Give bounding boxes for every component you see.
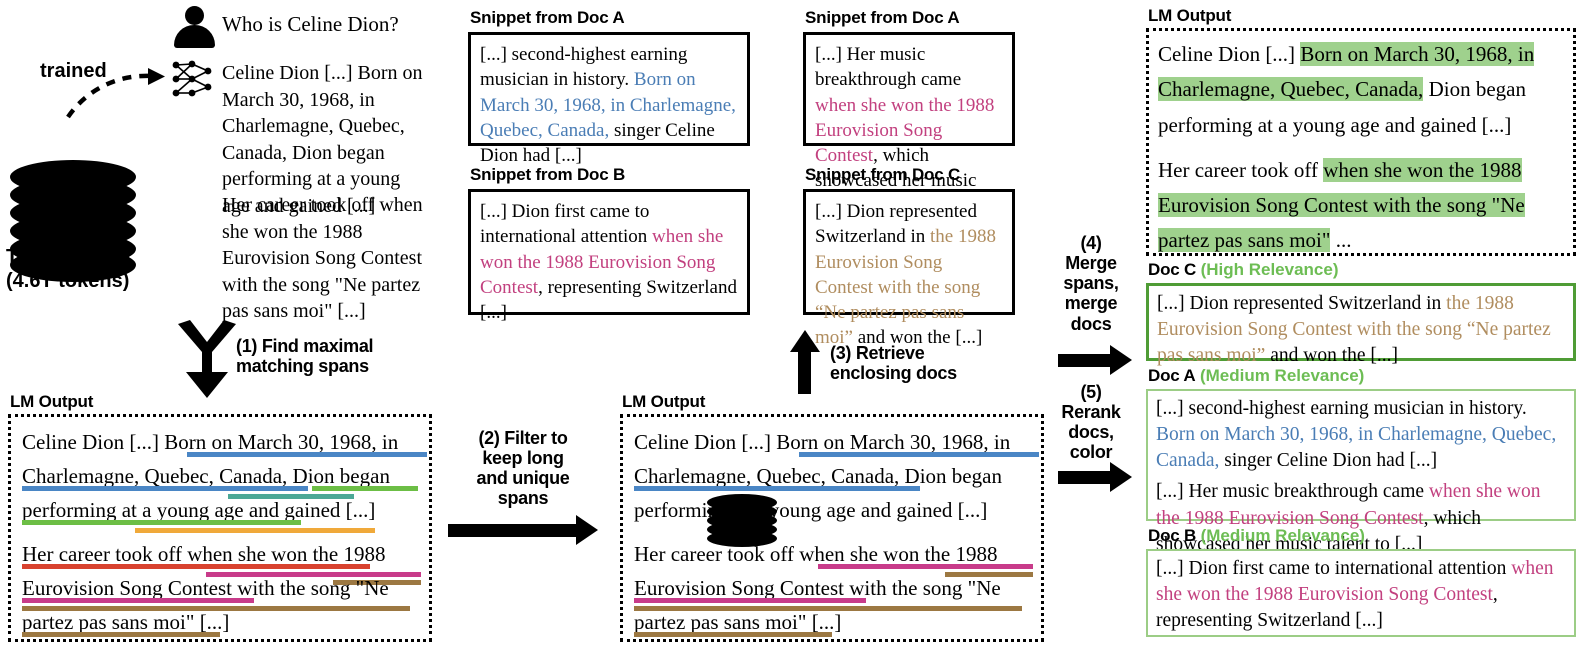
filtered-bar-brown-3 <box>634 632 832 637</box>
step-5-number: (5) <box>1080 382 1102 402</box>
filtered-bar-brown-2 <box>634 606 1022 611</box>
lm-output-filtered-title: LM Output <box>622 392 706 411</box>
span-bar-magenta-2 <box>22 598 254 603</box>
trained-label: trained <box>40 60 107 82</box>
user-icon <box>173 6 215 48</box>
training-data-label-line1: Training data <box>6 246 131 268</box>
training-data-label-line2: (4.6T tokens) <box>6 270 130 292</box>
snippet-2-box: [...] Dion first came to international a… <box>468 189 750 323</box>
span-bar-brown-1 <box>333 580 421 585</box>
doc-b-relevance: (Medium Relevance) <box>1200 526 1365 545</box>
doc-c-text: [...] Dion represented Switzerland in th… <box>1157 293 1551 367</box>
lm-spans-line-4: Her career took off when she won the 198… <box>22 536 429 585</box>
merged-paragraph-2: Her career took off when she won the 198… <box>1158 157 1525 253</box>
user-question: Who is Celine Dion? <box>222 12 399 36</box>
lm-filtered-line-3: performing at a young age and gained [..… <box>634 498 988 522</box>
doc-a-relevance: (Medium Relevance) <box>1199 366 1365 385</box>
filtered-bar-brown-1 <box>945 572 1033 577</box>
lm-filtered-line-4: Her career took off when she won the 198… <box>634 536 1041 577</box>
neural-network-icon <box>172 60 212 97</box>
filtered-bar-magenta-1 <box>818 564 1033 569</box>
snippet-2-text: [...] Dion first came to international a… <box>480 201 737 324</box>
step-5-arrow-icon <box>1058 462 1138 492</box>
training-data-cylinder-icon <box>10 160 136 282</box>
lm-output-spans-title: LM Output <box>10 392 94 411</box>
step-3-number: (3) <box>830 343 852 363</box>
span-bar-teal <box>228 494 354 499</box>
lm-spans-line-3: performing at a young age and gained [..… <box>22 492 429 533</box>
lm-answer-paragraph-2: Her career took off when she won the 198… <box>222 194 423 323</box>
doc-b-box: [...] Dion first came to international a… <box>1146 549 1576 637</box>
snippet-1-title: Snippet from Doc A <box>805 8 960 27</box>
snippet-0-text: [...] second-highest earning musician in… <box>480 44 736 167</box>
snippet-1-box: [...] Her music breakthrough came when s… <box>803 32 1015 217</box>
doc-b-header: Doc B (Medium Relevance) <box>1148 526 1365 546</box>
lm-filtered-line-2: Charlemagne, Quebec, Canada, Dion began <box>634 458 1041 492</box>
retrieval-corpus-cylinder-icon <box>707 494 777 550</box>
span-bar-blue-2 <box>22 486 308 491</box>
lm-filtered-line-5: Eurovision Song Contest with the song "N… <box>634 570 1041 611</box>
doc-c-box: [...] Dion represented Switzerland in th… <box>1146 283 1576 366</box>
lm-spans-line-6: partez pas sans moi" [...] <box>22 604 429 638</box>
doc-b-text: [...] Dion first came to international a… <box>1156 558 1554 632</box>
snippet-3-text: [...] Dion represented Switzerland in th… <box>815 201 996 349</box>
doc-b-name: Doc B <box>1148 526 1197 545</box>
step-1-number: (1) <box>236 336 258 356</box>
step-3-arrow-icon <box>790 330 820 394</box>
doc-a-box: [...] second-highest earning musician in… <box>1146 389 1576 555</box>
lm-spans-line-5: Eurovision Song Contest with the song "N… <box>22 570 429 611</box>
lm-output-filtered-box: Celine Dion [...] Born on March 30, 1968… <box>620 414 1044 642</box>
doc-a-paragraph-1: [...] second-highest earning musician in… <box>1156 398 1557 472</box>
merged-paragraph-1: Celine Dion [...] Born on March 30, 1968… <box>1158 42 1535 137</box>
step-1-arrow-icon <box>178 320 236 398</box>
doc-a-name: Doc A <box>1148 366 1196 385</box>
span-bar-brown-2 <box>22 606 410 611</box>
doc-c-relevance: (High Relevance) <box>1200 260 1339 279</box>
doc-a-header: Doc A (Medium Relevance) <box>1148 366 1364 386</box>
filtered-bar-magenta-2 <box>634 598 866 603</box>
lm-filtered-line-6: partez pas sans moi" [...] <box>634 604 1041 638</box>
step-4-arrow-icon <box>1058 345 1138 375</box>
span-bar-blue-1 <box>187 452 427 457</box>
lm-output-merged-box: Celine Dion [...] Born on March 30, 1968… <box>1146 28 1576 256</box>
span-bar-green-2 <box>22 520 301 525</box>
snippet-0-title: Snippet from Doc A <box>470 8 625 27</box>
span-bar-red <box>22 564 370 569</box>
span-bar-green-1 <box>312 486 418 491</box>
snippet-3-box: [...] Dion represented Switzerland in th… <box>803 189 1015 348</box>
span-bar-magenta-1 <box>206 572 421 577</box>
lm-spans-line-2: Charlemagne, Quebec, Canada, Dion began <box>22 458 429 499</box>
doc-c-header: Doc C (High Relevance) <box>1148 260 1339 280</box>
lm-output-merged-title: LM Output <box>1148 6 1232 25</box>
snippet-0-box: [...] second-highest earning musician in… <box>468 32 750 166</box>
filtered-bar-blue-2 <box>634 486 920 491</box>
step-2-number: (2) <box>478 428 500 448</box>
lm-filtered-line-1: Celine Dion [...] Born on March 30, 1968… <box>634 424 1041 458</box>
lm-output-spans-box: Celine Dion [...] Born on March 30, 1968… <box>8 414 432 642</box>
step-4-number: (4) <box>1080 233 1102 253</box>
span-bar-brown-3 <box>22 632 220 637</box>
step-2-arrow-icon <box>448 515 600 545</box>
doc-c-name: Doc C <box>1148 260 1197 279</box>
filtered-bar-blue-1 <box>799 452 1039 457</box>
lm-spans-line-1: Celine Dion [...] Born on March 30, 1968… <box>22 424 429 458</box>
snippet-2-title: Snippet from Doc B <box>470 165 626 184</box>
span-bar-orange <box>135 528 375 533</box>
trained-arrow-icon <box>66 68 165 119</box>
lm-answer-paragraph-1: Celine Dion [...] Born on March 30, 1968… <box>222 62 423 217</box>
snippet-3-title: Snippet from Doc C <box>805 165 961 184</box>
